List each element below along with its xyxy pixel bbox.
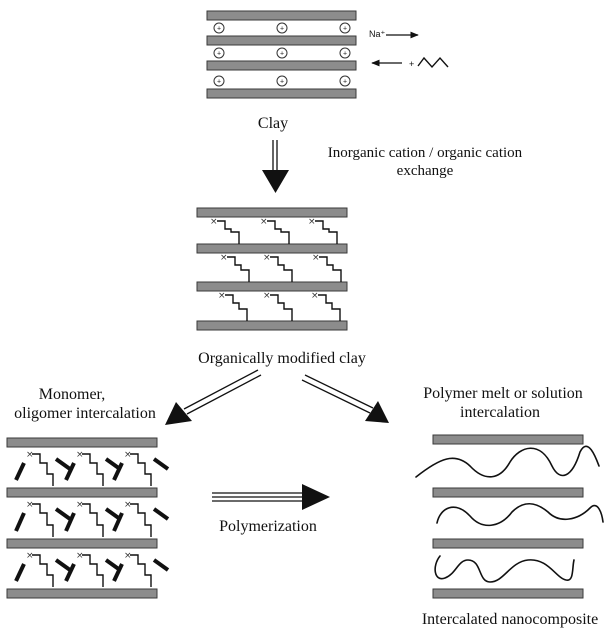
monomer-chains: × × × × × × × × × — [14, 450, 170, 587]
svg-text:×: × — [263, 291, 271, 301]
exchange-label-line1: Inorganic cation / organic cation — [328, 145, 523, 161]
cation-icon: + — [213, 75, 225, 87]
surfactant-chain: × — [218, 291, 248, 321]
surfactant-chain: × — [308, 217, 338, 244]
svg-text:+: + — [217, 51, 221, 58]
monomer-chain: × — [14, 500, 72, 537]
exchange-label-line2: exchange — [397, 163, 454, 179]
organoclay-stack: × × × × × × × × × — [196, 207, 348, 331]
monomer-label-line2: oligomer intercalation — [14, 405, 156, 422]
monomer-chain: × — [64, 551, 122, 587]
svg-text:×: × — [260, 217, 268, 227]
svg-text:+: + — [217, 26, 221, 33]
sodium-cations: + + + + + + + + + — [213, 22, 351, 87]
clay-layer-3 — [206, 60, 357, 71]
organic-cation-chain — [417, 56, 449, 69]
exchange-arrow — [262, 140, 289, 193]
monomer-layer-4 — [6, 588, 158, 599]
svg-text:×: × — [124, 450, 132, 460]
polymer-chain-1 — [415, 445, 600, 478]
nanocomposite-label: Intercalated nanocomposite — [422, 611, 598, 628]
svg-text:+: + — [343, 79, 347, 86]
clay-layer-4 — [206, 88, 357, 99]
svg-text:×: × — [312, 253, 320, 263]
svg-text:×: × — [26, 500, 34, 510]
svg-text:+: + — [280, 26, 284, 33]
svg-text:+: + — [217, 79, 221, 86]
cation-icon: + — [276, 75, 288, 87]
nanocomposite-layer-3 — [432, 538, 584, 549]
svg-text:+: + — [280, 51, 284, 58]
organoclay-label: Organically modified clay — [198, 350, 366, 367]
surfactant-chain: × — [263, 291, 293, 321]
surfactant-chain: × — [311, 291, 341, 321]
svg-text:×: × — [76, 450, 84, 460]
svg-text:×: × — [210, 217, 218, 227]
surfactant-chain: × — [260, 217, 290, 244]
monomer-chain: × — [14, 551, 72, 587]
svg-text:×: × — [220, 253, 228, 263]
cation-icon: + — [213, 47, 225, 59]
svg-text:×: × — [218, 291, 226, 301]
cation-icon: + — [276, 47, 288, 59]
svg-text:×: × — [76, 551, 84, 561]
monomer-chain: × — [64, 500, 122, 537]
cation-icon: + — [276, 22, 288, 34]
svg-text:+: + — [343, 26, 347, 33]
cation-icon: + — [339, 22, 351, 34]
organoclay-surfactant-chains: × × × × × × × × × — [210, 217, 342, 321]
monomer-chain: × — [14, 450, 72, 486]
clay-label: Clay — [258, 115, 288, 132]
organoclay-layer-4 — [196, 320, 348, 331]
melt-label-line2: intercalation — [460, 404, 540, 421]
monomer-intercalated-stack: × × × × × × × × × — [6, 437, 170, 599]
nanocomposite-layer-1 — [432, 434, 584, 445]
monomer-chain: × — [112, 500, 170, 537]
cation-icon: + — [339, 75, 351, 87]
svg-text:×: × — [308, 217, 316, 227]
svg-text:×: × — [124, 551, 132, 561]
cation-icon: + — [339, 47, 351, 59]
sodium-label: Na⁺ — [369, 29, 386, 39]
polymer-chain-3 — [434, 555, 575, 583]
nanocomposite-layer-2 — [432, 487, 584, 498]
svg-text:+: + — [343, 51, 347, 58]
polymerization-label: Polymerization — [219, 518, 317, 535]
plus-label: + — [409, 59, 414, 69]
monomer-layer-3 — [6, 538, 158, 549]
surfactant-chain: × — [220, 253, 250, 282]
organoclay-layer-1 — [196, 207, 348, 218]
svg-text:×: × — [26, 551, 34, 561]
monomer-layer-1 — [6, 437, 158, 448]
monomer-layer-2 — [6, 487, 158, 498]
organoclay-layer-3 — [196, 281, 348, 292]
svg-text:×: × — [263, 253, 271, 263]
svg-text:×: × — [76, 500, 84, 510]
surfactant-chain: × — [312, 253, 342, 282]
surfactant-chain: × — [210, 217, 240, 244]
cation-icon: + — [213, 22, 225, 34]
melt-label-line1: Polymer melt or solution — [423, 385, 583, 402]
monomer-chain: × — [64, 450, 122, 486]
monomer-label-line1: Monomer, — [39, 386, 105, 403]
clay-layer-2 — [206, 35, 357, 46]
surfactant-chain: × — [263, 253, 293, 282]
organoclay-layer-2 — [196, 243, 348, 254]
svg-text:×: × — [124, 500, 132, 510]
monomer-chain: × — [112, 551, 170, 587]
nanocomposite-stack — [415, 434, 604, 599]
clay-layer-1 — [206, 10, 357, 21]
monomer-chain: × — [112, 450, 170, 486]
svg-text:×: × — [311, 291, 319, 301]
melt-route-arrow — [301, 374, 389, 423]
svg-text:+: + — [280, 79, 284, 86]
monomer-route-arrow — [165, 369, 262, 425]
svg-text:×: × — [26, 450, 34, 460]
nanocomposite-layer-4 — [432, 588, 584, 599]
polymerization-arrow — [212, 484, 330, 510]
polymer-chain-2 — [436, 502, 604, 527]
clay-stack: + + + + + + + + + — [206, 10, 357, 99]
